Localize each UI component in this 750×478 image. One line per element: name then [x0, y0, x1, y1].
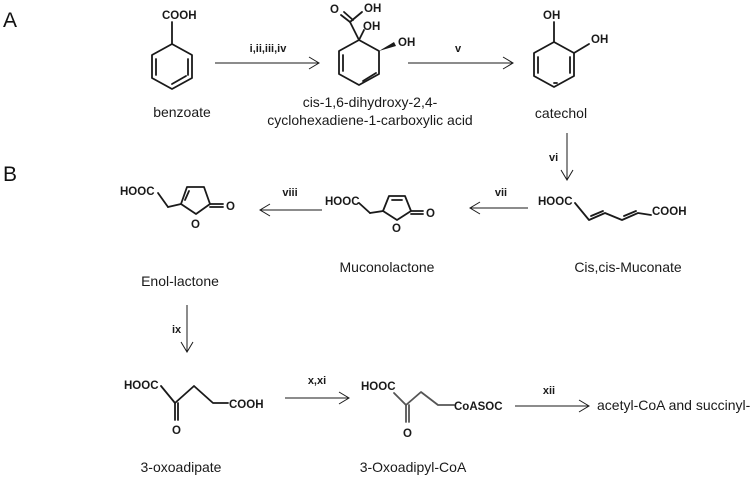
enol-lactone-name: Enol-lactone — [141, 273, 219, 289]
oxoadipyl-coa-thioester: CoASOC — [454, 401, 503, 413]
enol-lactone-ring-o: O — [191, 219, 200, 231]
step-label-vi: vi — [549, 152, 558, 164]
oxoadipate-structure — [160, 385, 229, 421]
oxoadipyl-coa-structure — [393, 391, 455, 423]
muconolactone-structure — [358, 195, 424, 221]
arrow-step-x-xi — [285, 391, 350, 405]
muconolactone-keto-o: O — [426, 208, 435, 220]
step-label-i-iv: i,ii,iii,iv — [250, 43, 288, 55]
muconolactone-name: Muconolactone — [340, 259, 435, 275]
dihydrodiol-name-line2: cyclohexadiene-1-carboxylic acid — [267, 112, 472, 128]
panel-label-a: A — [3, 9, 17, 32]
muconolactone-acid: HOOC — [325, 196, 360, 208]
dihydrodiol-carbonyl-o: O — [330, 4, 339, 16]
dihydrodiol-c1-oh: OH — [363, 21, 380, 33]
oxoadipyl-coa-name: 3-Oxoadipyl-CoA — [360, 459, 467, 475]
oxoadipyl-coa-acid: HOOC — [361, 381, 396, 393]
enol-lactone-acid: HOOC — [120, 186, 155, 198]
muconolactone-ring-o: O — [392, 223, 401, 235]
arrow-step-ix — [180, 305, 194, 353]
oxoadipyl-coa-keto-o: O — [403, 428, 412, 440]
arrow-step-v — [408, 56, 514, 70]
catechol-oh-1: OH — [543, 10, 560, 22]
arrow-step-i-iv — [215, 56, 320, 70]
dihydrodiol-c6-oh: OH — [398, 37, 415, 49]
catechol-name: catechol — [535, 105, 587, 121]
oxoadipate-keto-o: O — [172, 425, 181, 437]
arrow-step-viii — [259, 203, 322, 217]
step-label-v: v — [455, 43, 462, 55]
step-label-xii: xii — [543, 385, 555, 397]
dihydrodiol-acid-oh: OH — [364, 3, 381, 15]
muconate-structure — [574, 202, 652, 221]
catechol-structure — [533, 21, 590, 88]
muconate-right-acid: COOH — [652, 206, 687, 218]
benzoate-name: benzoate — [153, 104, 211, 120]
oxoadipate-left-acid: HOOC — [124, 380, 159, 392]
benzoate-structure: COOH — [151, 10, 197, 90]
step-label-viii: viii — [282, 187, 297, 199]
arrow-step-vi — [560, 133, 574, 181]
arrow-step-vii — [469, 201, 528, 215]
oxoadipate-name: 3-oxoadipate — [141, 459, 222, 475]
muconate-left-acid: HOOC — [538, 196, 573, 208]
products-label: acetyl-CoA and succinyl-CoA — [597, 397, 750, 413]
arrow-step-xii — [515, 399, 590, 413]
oxoadipate-right-acid: COOH — [229, 399, 264, 411]
dihydrodiol-structure — [338, 11, 396, 86]
panel-label-b: B — [3, 163, 17, 186]
enol-lactone-keto-o: O — [226, 201, 235, 213]
catechol-oh-2: OH — [591, 34, 608, 46]
step-label-vii: vii — [495, 187, 507, 199]
benzoate-cooh-label: COOH — [162, 10, 197, 22]
enol-lactone-structure — [157, 186, 224, 215]
dihydrodiol-name-line1: cis-1,6-dihydroxy-2,4- — [303, 94, 438, 110]
step-label-x-xi: x,xi — [308, 375, 326, 387]
step-label-ix: ix — [172, 324, 182, 336]
muconate-name: Cis,cis-Muconate — [574, 259, 682, 275]
